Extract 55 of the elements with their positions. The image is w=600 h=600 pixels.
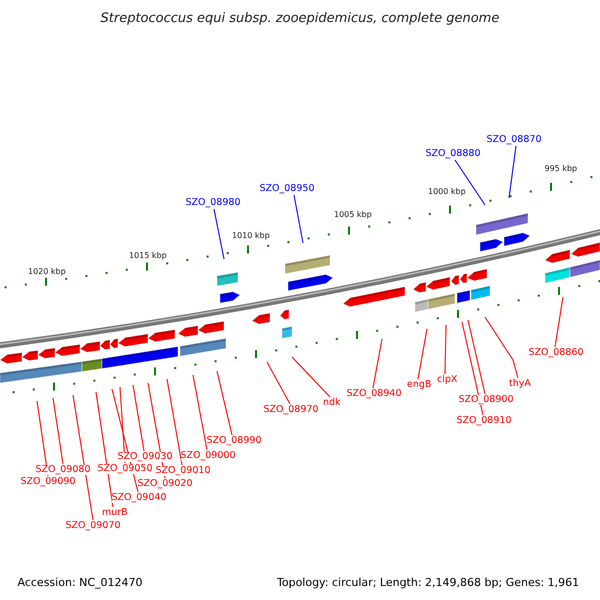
scale-label: 1020 kbp [28,268,66,276]
leader-line [508,146,516,198]
gene-label: SZO_09030 [118,452,172,462]
genome-info-text: Topology: circular; Length: 2,149,868 bp; Genes: 1,961 [277,576,580,588]
accession-text: Accession: NC_012470 [18,576,143,588]
leader-line [36,400,48,476]
leader-line [454,160,486,206]
title: Streptococcus equi subsp. zooepidemicus, complete genome [100,12,500,24]
leader-line [292,356,330,398]
gene-label: SZO_08940 [346,389,402,398]
leader-line [72,394,94,520]
scale-label: 995 kbp [544,165,578,173]
gene-label: murB [102,508,128,518]
gene-label: SZO_08980 [186,198,240,208]
leader-line [96,392,114,508]
scale-label: 1010 kbp [232,232,270,240]
gene-label: SZO_08950 [260,184,314,194]
leader-line [468,320,486,394]
gene-label: SZO_09000 [180,451,236,460]
gene-label: SZO_08900 [458,395,514,404]
gene-label: SZO_09070 [66,521,120,530]
scale-label: 1015 kbp [129,252,167,260]
gene-label: thyA [509,379,531,388]
leader-line [132,384,144,452]
leader-line [214,208,224,260]
scale-label: 1005 kbp [334,211,372,219]
scale-label: 1000 kbp [428,188,466,196]
leader-line [294,194,304,244]
gene-label: SZO_08880 [426,149,480,158]
leader-line [444,324,446,374]
gene-label: SZO_09040 [112,493,166,502]
gene-label: ndk [323,398,341,408]
gene-label: SZO_08990 [206,436,262,446]
gene-label: SZO_09080 [36,465,90,474]
gene-label: SZO_09050 [98,464,152,474]
leader-line [462,322,484,416]
leader-line [52,398,64,464]
gene-label: SZO_08860 [528,348,584,358]
gene-label: SZO_08870 [486,135,542,144]
gene-label: SZO_09010 [156,466,210,476]
leader-line [216,370,232,436]
leader-line [418,328,428,380]
leader-line [484,316,518,378]
leader-line [372,338,382,388]
gene-label: engB [407,380,432,390]
gene-label: SZO_08970 [264,405,318,414]
leader-line [554,296,564,348]
leader-line [266,362,290,404]
gene-label: SZO_09020 [138,479,192,488]
leader-line [192,374,208,450]
leader-line [166,378,182,466]
leader-line [120,386,126,464]
gene-label: SZO_08910 [456,416,512,426]
gene-label: SZO_09090 [20,477,76,486]
gene-label: clpX [437,375,458,384]
